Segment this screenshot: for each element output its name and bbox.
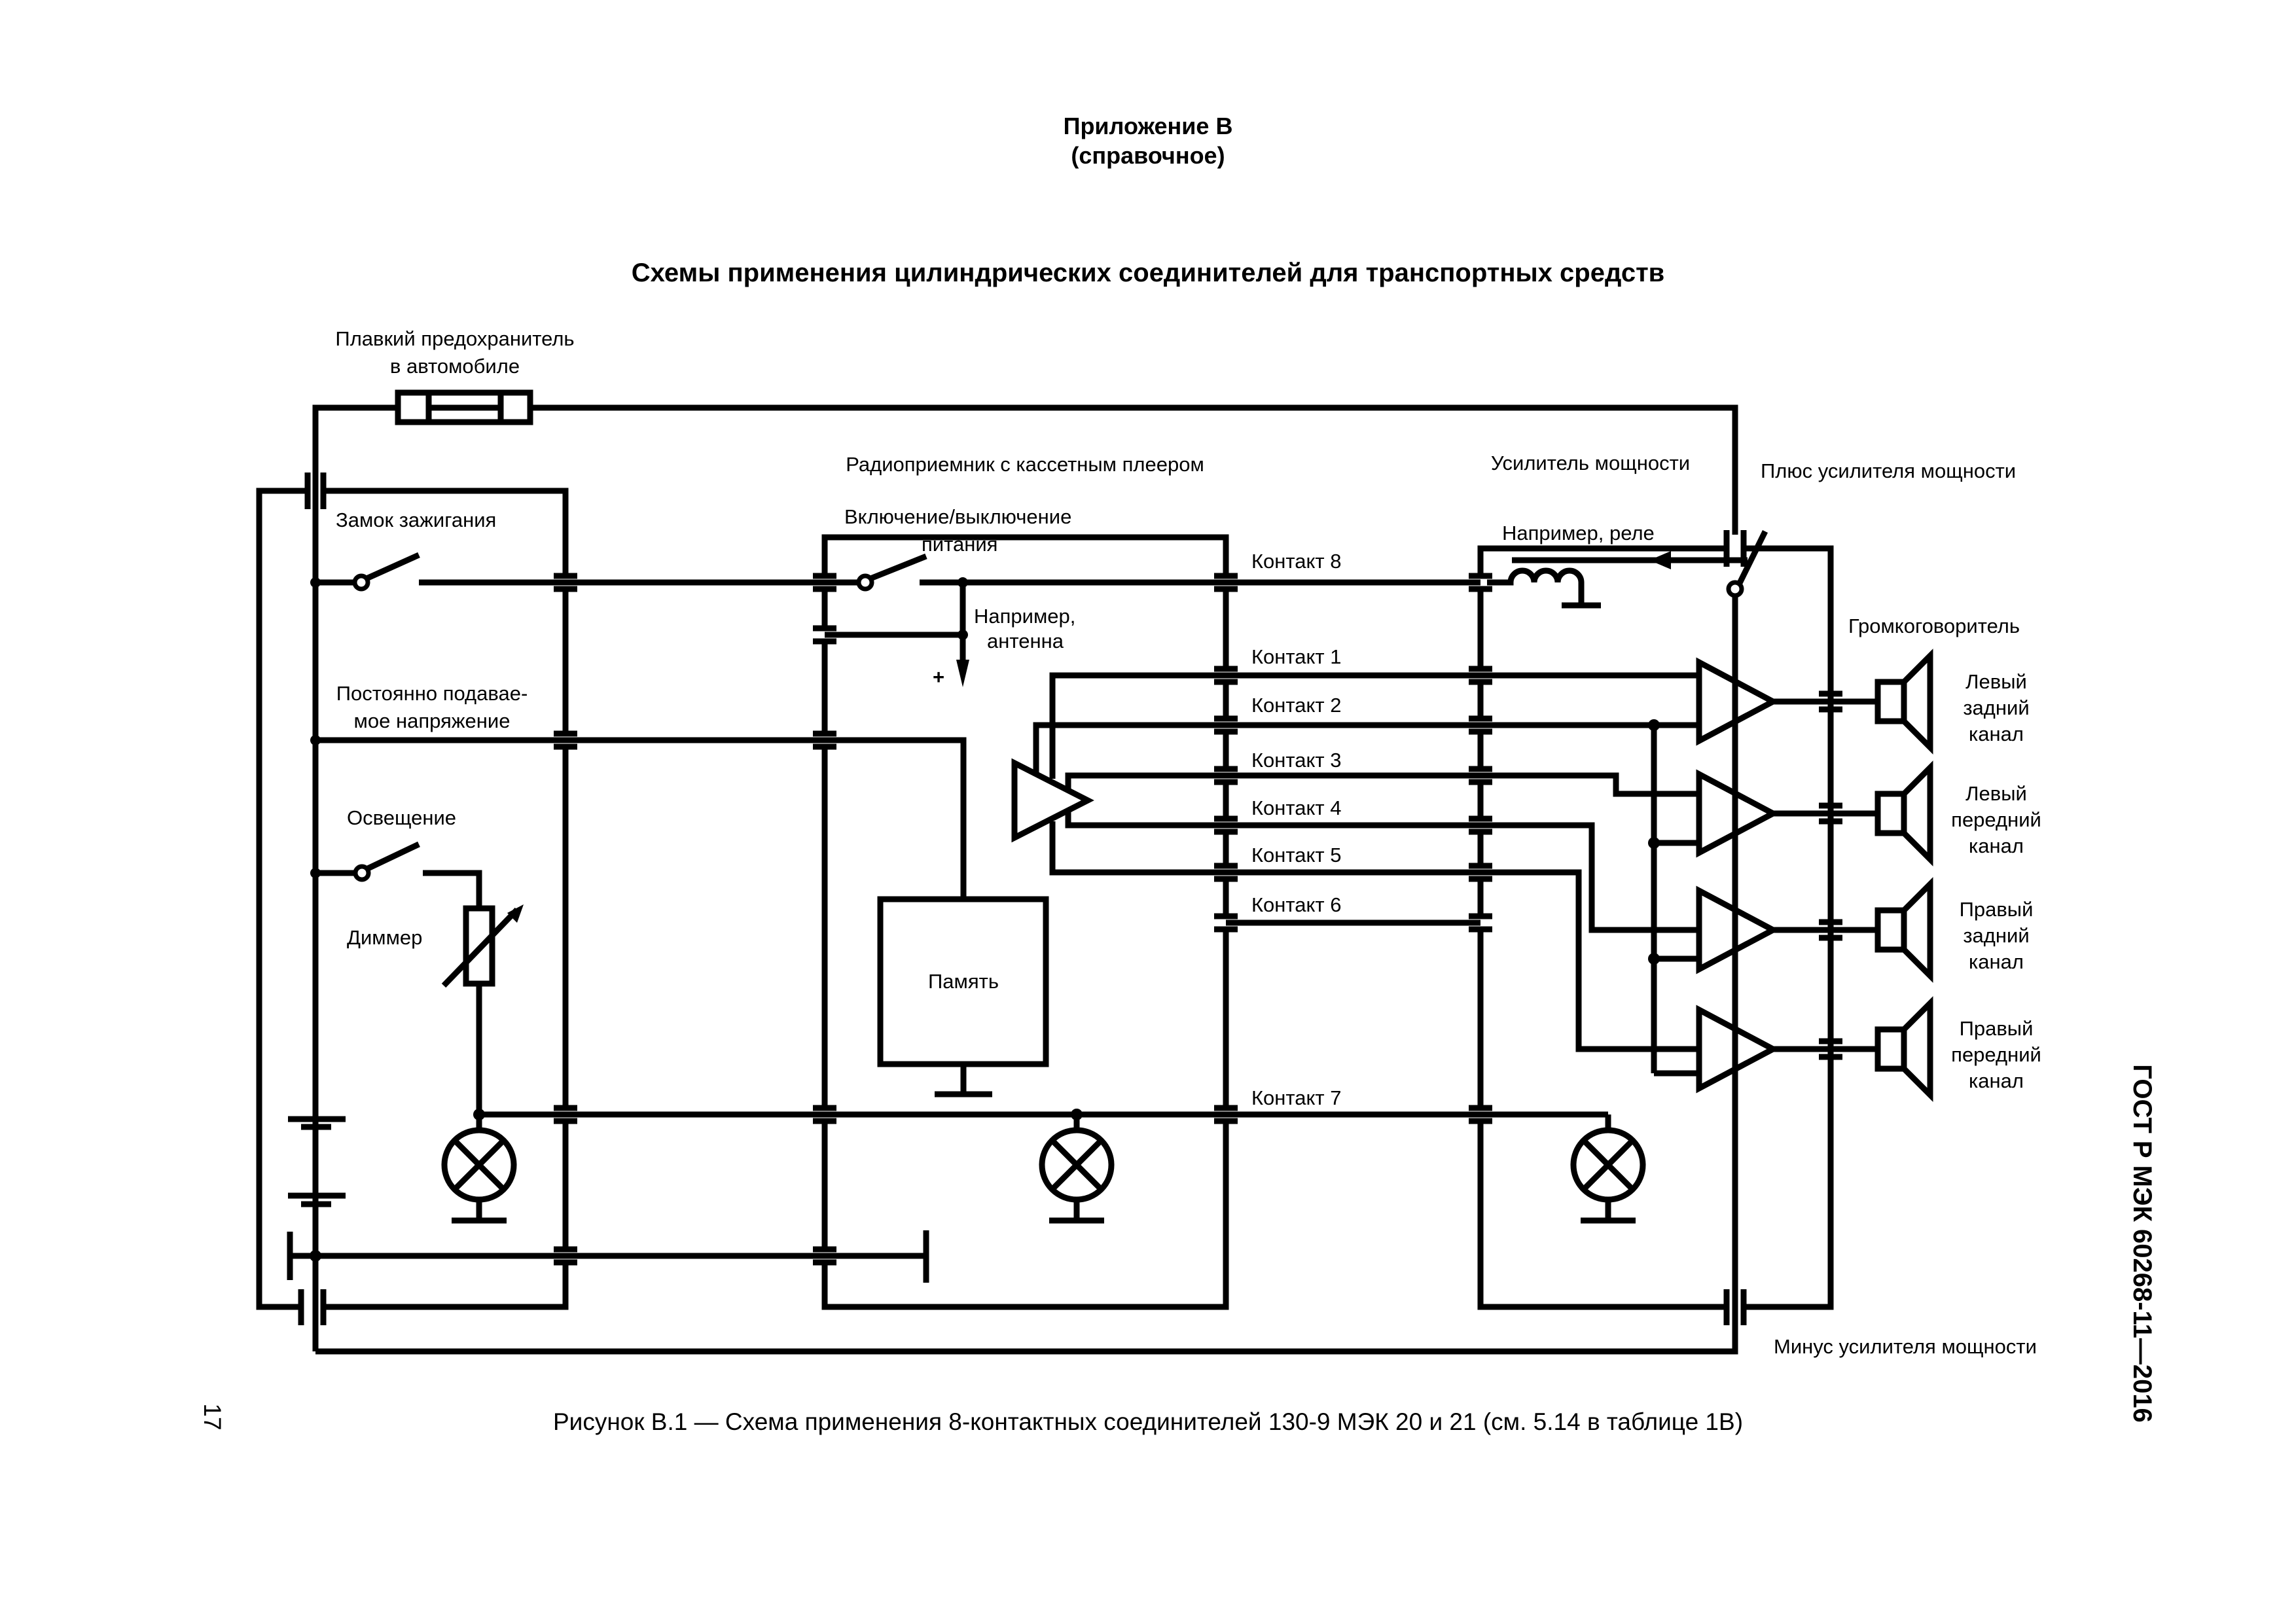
channel-label: канал xyxy=(1969,834,2024,857)
channel-label: передний xyxy=(1951,808,2041,831)
memory-label: Память xyxy=(928,970,999,993)
contact-label: Контакт 7 xyxy=(1251,1086,1341,1109)
amp-minus-label: Минус усилителя мощности xyxy=(1774,1335,2037,1358)
antenna-line xyxy=(825,582,969,687)
channel-label: канал xyxy=(1969,950,2024,973)
speaker-icon xyxy=(1874,679,1907,724)
memory-block xyxy=(877,896,1049,1097)
dimmer-label: Диммер xyxy=(347,926,422,949)
channel-label: Правый xyxy=(1960,1017,2034,1040)
amplifier-label: Усилитель мощности xyxy=(1491,452,1690,474)
power-switch-label-2: питания xyxy=(922,533,997,556)
speaker-icon xyxy=(1874,907,1907,953)
connector-column-b xyxy=(813,573,836,1307)
speaker-cone-icon xyxy=(1901,877,1933,983)
constant-voltage-label-1: Постоянно подавае- xyxy=(336,682,528,705)
amplifier-icon xyxy=(1696,657,1780,746)
contact-label: Контакт 2 xyxy=(1251,694,1341,717)
power-amplifiers xyxy=(1696,649,1933,1102)
contact-label: Контакт 5 xyxy=(1251,844,1341,866)
ignition-switch xyxy=(310,552,864,592)
connector-column-c xyxy=(1214,537,1238,1307)
plus-sign: + xyxy=(933,666,944,688)
speaker-label: Громкоговоритель xyxy=(1848,615,2020,637)
channel-label: задний xyxy=(1963,696,2029,719)
speaker-icon xyxy=(1874,1026,1907,1072)
antenna-label-2: антенна xyxy=(987,630,1064,652)
preamp-icon xyxy=(1011,672,1699,1052)
channel-label: Левый xyxy=(1965,782,2027,805)
radio-box xyxy=(821,534,1229,1310)
amplifier-icon xyxy=(1696,885,1780,974)
contact-label: Контакт 4 xyxy=(1251,796,1341,819)
appendix-label: Приложение В xyxy=(1064,113,1233,139)
channel-label: задний xyxy=(1963,924,2029,947)
amp-ground-bus xyxy=(1648,719,1699,1077)
figure-caption: Рисунок В.1 — Схема применения 8-контакт… xyxy=(553,1408,1743,1435)
speaker-cone-icon xyxy=(1901,760,1933,866)
contact-label: Контакт 6 xyxy=(1251,893,1341,916)
amplifier-icon xyxy=(1696,1005,1780,1094)
power-switch-label-1: Включение/выключение xyxy=(844,505,1071,528)
contact-label: Контакт 1 xyxy=(1251,645,1341,668)
appendix-type: (справочное) xyxy=(1071,142,1225,169)
ground-bus xyxy=(287,1230,929,1283)
channel-label: канал xyxy=(1969,1069,2024,1092)
radio-label: Радиоприемник с кассетным плеером xyxy=(846,453,1204,476)
lighting-label: Освещение xyxy=(347,806,456,829)
ignition-label: Замок зажигания xyxy=(336,508,496,531)
arrow-down-icon xyxy=(956,660,969,687)
contact-label: Контакт 8 xyxy=(1251,550,1341,573)
speaker-cone-icon xyxy=(1901,996,1933,1102)
speaker-icon xyxy=(1874,791,1907,836)
page-number: 17 xyxy=(199,1403,226,1430)
dimmer-icon xyxy=(441,904,524,1115)
lamp-line xyxy=(473,1109,1611,1130)
amp-plus-label: Плюс усилителя мощности xyxy=(1761,459,2016,482)
constant-voltage-label-2: мое напряжение xyxy=(354,709,511,732)
fuse-label-1: Плавкий предохранитель xyxy=(335,327,574,350)
lamp-icon xyxy=(441,1115,517,1224)
channel-label: Правый xyxy=(1960,898,2034,921)
fuse-label-2: в автомобиле xyxy=(390,355,520,378)
connector-column-a xyxy=(554,491,577,1307)
page-title: Схемы применения цилиндрических соединит… xyxy=(632,259,1665,287)
lamp-icon xyxy=(1570,1127,1646,1224)
lamp-icon xyxy=(1039,1115,1115,1224)
channel-label: передний xyxy=(1951,1043,2041,1066)
battery-icon xyxy=(288,1116,346,1207)
relay-label: Например, реле xyxy=(1502,522,1655,544)
channel-label: канал xyxy=(1969,722,2024,745)
channel-labels: Левый задний канал Левый передний канал … xyxy=(1951,670,2041,1092)
speaker-cone-icon xyxy=(1901,649,1933,755)
lighting-switch xyxy=(310,841,482,908)
standard-designation: ГОСТ Р МЭК 60268-11—2016 xyxy=(2128,1064,2157,1423)
antenna-label-1: Например, xyxy=(974,605,1075,628)
power-switch xyxy=(825,553,1480,592)
amplifier-icon xyxy=(1696,769,1780,858)
contact-labels: Контакт 8 Контакт 1 Контакт 2 Контакт 3 … xyxy=(1251,550,1341,1109)
constant-voltage-line xyxy=(310,735,967,899)
contact-label: Контакт 3 xyxy=(1251,749,1341,772)
channel-label: Левый xyxy=(1965,670,2027,693)
